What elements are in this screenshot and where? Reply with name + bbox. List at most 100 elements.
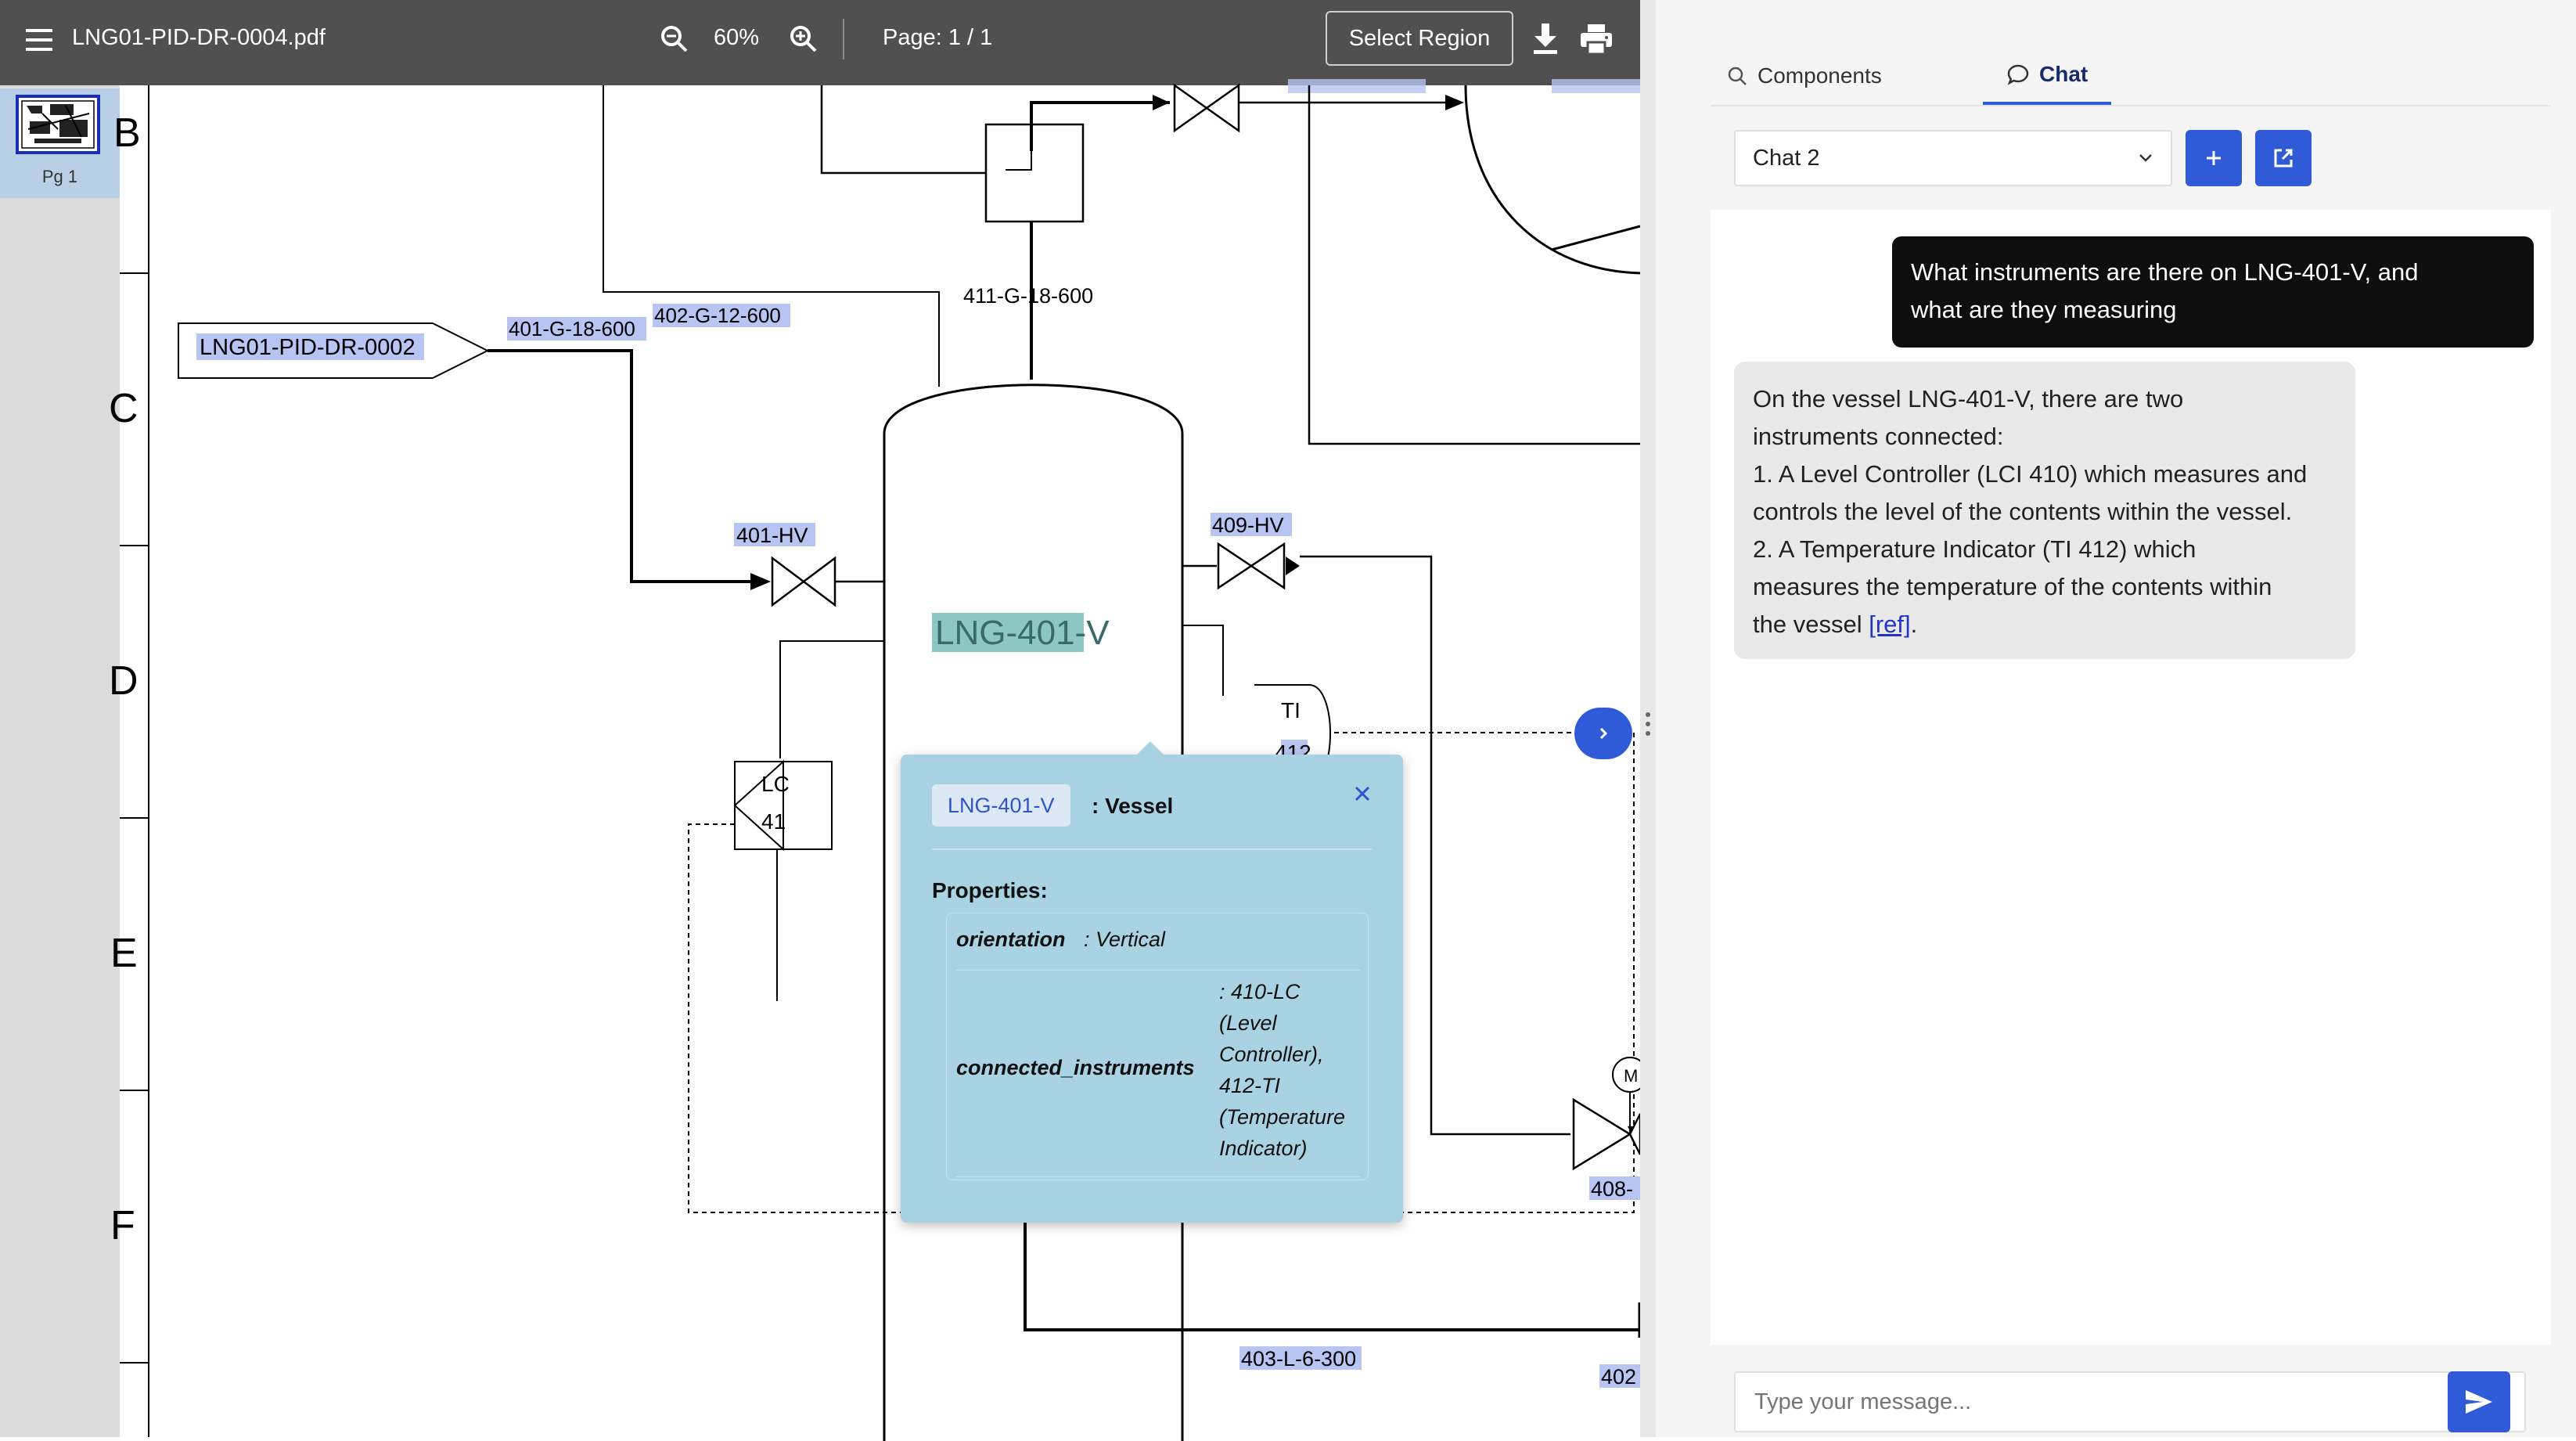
tab-components-label: Components xyxy=(1758,63,1882,88)
zoom-in-icon[interactable] xyxy=(788,23,819,55)
message-line: 2. A Temperature Indicator (TI 412) whic… xyxy=(1753,535,2196,563)
property-key: orientation xyxy=(956,928,1066,951)
message-text: the vessel xyxy=(1753,611,1862,638)
message-input-field[interactable] xyxy=(1753,1384,2507,1420)
motor-label: M xyxy=(1624,1066,1638,1086)
download-icon[interactable] xyxy=(1530,22,1561,56)
line-402-g-highlight xyxy=(653,304,790,327)
nozzle-left xyxy=(779,640,884,758)
zone-letter-d: D xyxy=(109,658,139,704)
line-401-g-highlight xyxy=(507,317,646,340)
tab-chat[interactable]: Chat xyxy=(1983,47,2112,105)
value-line: Indicator) xyxy=(1219,1137,1308,1160)
zone-letter-e: E xyxy=(110,931,138,976)
lc-410-top: LC xyxy=(761,772,790,796)
plus-icon xyxy=(2207,151,2221,165)
popup-separator xyxy=(932,848,1372,850)
user-message: What instruments are there on LNG-401-V,… xyxy=(1892,236,2534,348)
message-line: measures the temperature of the contents… xyxy=(1753,573,2272,600)
properties-heading: Properties: xyxy=(932,878,1048,902)
arrow-409-hv xyxy=(1286,557,1300,575)
side-panel: Components Chat Chat 2 What instruments … xyxy=(1656,0,2576,1437)
thumbnail-image xyxy=(16,95,100,154)
ref-dwg-highlight xyxy=(196,333,424,360)
tab-chat-label: Chat xyxy=(2039,62,2089,86)
line-402-label: 402 xyxy=(1601,1365,1636,1389)
message-line-last: the vessel [ref]. xyxy=(1753,606,2337,643)
print-icon[interactable] xyxy=(1579,22,1614,56)
send-button[interactable] xyxy=(2448,1371,2510,1432)
drag-handle-icon[interactable] xyxy=(1646,712,1650,736)
select-region-button[interactable]: Select Region xyxy=(1326,11,1513,66)
panel-toggle-button[interactable] xyxy=(1574,708,1632,759)
vessel-tag-label: LNG-401-V xyxy=(935,614,1110,652)
chat-select-value: Chat 2 xyxy=(1753,146,1820,171)
properties-table: orientation : Vertical connected_instrum… xyxy=(946,913,1369,1180)
message-line: On the vessel LNG-401-V, there are two xyxy=(1753,385,2184,412)
component-popup: LNG-401-V : Vessel Properties: orientati… xyxy=(901,741,1403,1223)
toolbar-separator xyxy=(843,19,844,59)
pdf-viewer: LNG01-PID-DR-0004.pdf 60% Page: 1 / 1 Se… xyxy=(0,0,1648,1441)
thumbnail-sidebar: Pg 1 xyxy=(0,85,120,1437)
message-line: What instruments are there on LNG-401-V,… xyxy=(1911,258,2419,286)
popup-type: : Vessel xyxy=(1092,794,1174,818)
vessel-tag-highlight xyxy=(932,613,1084,652)
popup-tag: LNG-401-V xyxy=(948,793,1055,817)
close-icon[interactable] xyxy=(1347,778,1378,809)
equipment-box-inner xyxy=(1006,151,1032,171)
line-403-highlight xyxy=(1239,1346,1362,1370)
value-line: 412-TI xyxy=(1219,1074,1281,1097)
page-thumbnail[interactable]: Pg 1 xyxy=(0,88,120,198)
chevron-right-icon xyxy=(1599,727,1608,740)
line-403-label: 403-L-6-300 xyxy=(1241,1347,1356,1371)
message-line: controls the level of the contents withi… xyxy=(1753,498,2293,525)
pipe-401-g xyxy=(487,349,765,583)
send-icon xyxy=(2466,1390,2492,1414)
panel-tabs: Components Chat xyxy=(1711,0,2551,106)
page-indicator: Page: 1 / 1 xyxy=(883,25,993,50)
motor-valve-right xyxy=(1628,1113,1642,1155)
value-line: (Temperature xyxy=(1219,1105,1346,1129)
select-region-label: Select Region xyxy=(1348,25,1491,51)
line-402-highlight xyxy=(1599,1364,1640,1388)
file-name: LNG01-PID-DR-0004.pdf xyxy=(72,25,326,50)
chat-select[interactable]: Chat 2 xyxy=(1734,130,2172,186)
line-402-g-label: 402-G-12-600 xyxy=(654,304,781,327)
ref-link[interactable]: [ref] xyxy=(1869,611,1911,638)
open-external-button[interactable] xyxy=(2255,130,2312,186)
valve-401-hv xyxy=(771,556,836,607)
valve-409-highlight xyxy=(1211,513,1292,536)
pipe-402-g xyxy=(603,85,940,387)
drawing-canvas[interactable]: B C D E F LNG01-P xyxy=(109,79,1648,1441)
zoom-out-icon[interactable] xyxy=(659,23,690,55)
resize-handle[interactable] xyxy=(1640,0,1656,1437)
message-punct: . xyxy=(1910,611,1918,638)
nozzle-right xyxy=(1182,625,1224,696)
lc-410-bottom: 41 xyxy=(761,809,786,834)
pipe-to-top-valve xyxy=(1030,101,1170,151)
motor-valve xyxy=(1572,1097,1632,1171)
line-408-highlight xyxy=(1589,1176,1640,1200)
assistant-message: On the vessel LNG-401-V, there are two i… xyxy=(1734,362,2355,659)
property-key: connected_instruments xyxy=(956,1056,1195,1079)
hamburger-menu-icon[interactable] xyxy=(23,27,55,53)
popup-tag-chip[interactable]: LNG-401-V xyxy=(932,784,1070,827)
zone-ticks xyxy=(120,272,149,1364)
chevron-down-icon xyxy=(2139,154,2152,162)
arrow-401-hv xyxy=(750,573,771,590)
message-line: instruments connected: xyxy=(1753,423,2004,450)
valve-409-hv xyxy=(1217,542,1286,590)
lc-410-diamond xyxy=(733,759,784,852)
arrow-top-valve xyxy=(1153,95,1170,110)
line-408-label: 408- xyxy=(1591,1177,1633,1201)
message-line: what are they measuring xyxy=(1911,296,2177,323)
tab-components[interactable]: Components xyxy=(1711,47,1898,105)
highlight-top-label-2 xyxy=(1552,79,1640,93)
property-value: : Vertical xyxy=(1084,928,1166,951)
message-input[interactable] xyxy=(1734,1371,2526,1432)
zone-letter-b: B xyxy=(113,110,141,156)
new-chat-button[interactable] xyxy=(2186,130,2242,186)
message-line: 1. A Level Controller (LCI 410) which me… xyxy=(1753,460,2308,488)
chat-bubble-icon xyxy=(2007,64,2029,85)
property-row-orientation: orientation : Vertical xyxy=(956,913,1360,971)
